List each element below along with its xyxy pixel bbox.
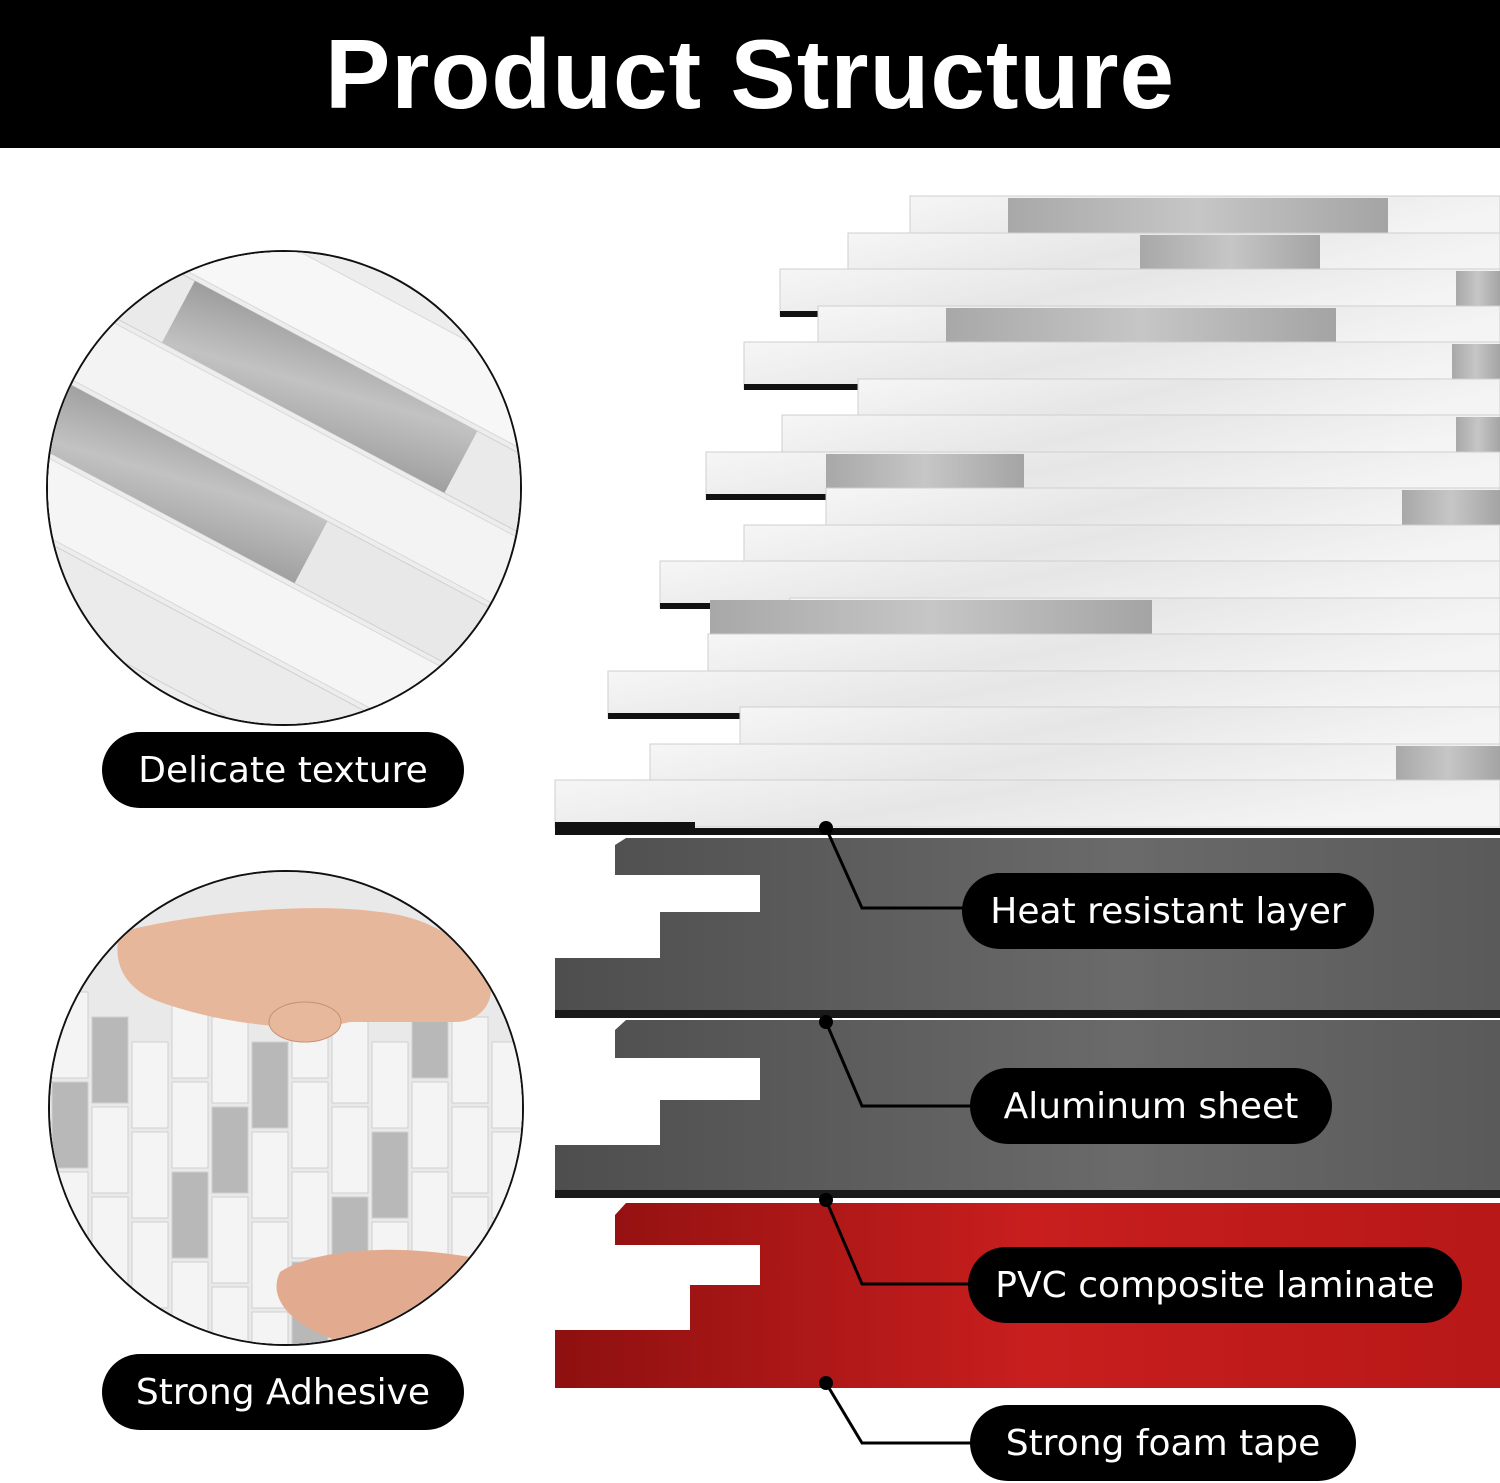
adhesive-tile	[131, 1131, 169, 1219]
adhesive-tile	[211, 1196, 249, 1284]
adhesive-tile	[331, 1106, 369, 1194]
tile-strip-edge	[744, 384, 884, 390]
leader-dots	[819, 821, 833, 1390]
adhesive-tile	[371, 1131, 409, 1219]
title-banner: Product Structure	[0, 0, 1500, 148]
pvc-composite-laminate-label: PVC composite laminate	[968, 1247, 1462, 1323]
heat-resistant-edge	[555, 828, 1500, 835]
hand-pressing-icon	[50, 872, 522, 1344]
adhesive-tile	[131, 1041, 169, 1129]
adhesive-tile	[211, 1106, 249, 1194]
adhesive-tile	[411, 1081, 449, 1169]
adhesive-tile	[211, 1286, 249, 1344]
heat-resistant-layer-label: Heat resistant layer	[962, 873, 1374, 949]
adhesive-tile	[251, 1131, 289, 1219]
adhesive-tile	[411, 1171, 449, 1259]
adhesive-tile	[211, 1016, 249, 1104]
adhesive-tile	[91, 1016, 129, 1104]
adhesive-tile	[451, 1016, 489, 1104]
adhesive-label: Strong Adhesive	[102, 1354, 464, 1430]
aluminum-sheet-label: Aluminum sheet	[970, 1068, 1332, 1144]
tile-strips	[554, 195, 1500, 835]
tile-strip	[554, 779, 1500, 828]
adhesive-tile	[51, 1081, 89, 1169]
adhesive-tile	[171, 1171, 209, 1259]
adhesive-tile	[291, 1171, 329, 1259]
page-title: Product Structure	[324, 19, 1176, 129]
aluminum-lower-edge	[555, 1190, 1500, 1198]
tile-strip-edge	[608, 713, 748, 719]
adhesive-tile	[371, 1041, 409, 1129]
adhesive-tile	[451, 1106, 489, 1194]
texture-detail-circle	[46, 250, 522, 726]
texture-closeup-icon	[48, 252, 520, 724]
adhesive-tile	[491, 1041, 522, 1129]
adhesive-tile	[331, 1016, 369, 1104]
adhesive-detail-circle	[48, 870, 524, 1346]
tile-strip-edge	[555, 822, 695, 828]
adhesive-tile	[251, 1221, 289, 1309]
tile-strip-edge	[706, 494, 846, 500]
strong-foam-tape-label: Strong foam tape	[970, 1405, 1356, 1481]
adhesive-tile	[291, 1081, 329, 1169]
adhesive-tile	[251, 1311, 289, 1344]
adhesive-tile	[251, 1041, 289, 1129]
texture-label: Delicate texture	[102, 732, 464, 808]
adhesive-tile	[171, 1081, 209, 1169]
leader-lines	[824, 827, 975, 1445]
adhesive-tile	[91, 1106, 129, 1194]
aluminum-upper-edge	[555, 1010, 1500, 1018]
